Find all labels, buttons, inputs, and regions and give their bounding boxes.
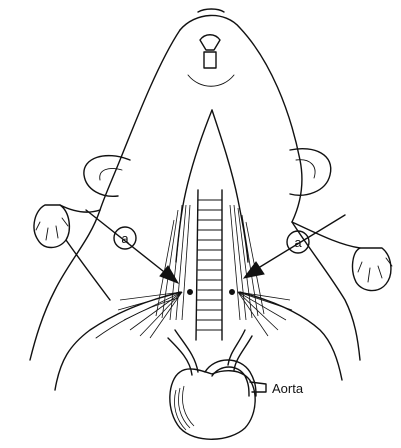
- left-arm-lower: [66, 240, 110, 300]
- left-nerve-fan: [118, 292, 182, 338]
- right-pinch-dot: [230, 290, 235, 295]
- right-ear: [290, 149, 331, 195]
- svg-text:a: a: [121, 231, 129, 246]
- right-arrowhead: [244, 262, 264, 278]
- mouth-top: [200, 35, 220, 50]
- right-forepaw-digits: [358, 258, 392, 282]
- great-vessel-left: [175, 330, 198, 372]
- left-forepaw-digits: [36, 218, 68, 240]
- right-vessel: [240, 292, 342, 380]
- chin-line: [188, 75, 234, 86]
- right-forepaw: [353, 248, 391, 291]
- nose: [198, 9, 224, 12]
- left-ear-inner: [100, 168, 122, 180]
- marker-left: a: [114, 227, 136, 249]
- trachea-rings: [197, 200, 222, 330]
- trachea-left-edge: [196, 190, 198, 340]
- right-body-outline: [292, 222, 360, 360]
- throat-opening: [176, 110, 212, 262]
- left-forepaw: [34, 205, 69, 248]
- throat-opening-right: [212, 110, 248, 262]
- head-outline-left: [100, 30, 180, 210]
- aorta-label: Aorta: [272, 381, 304, 396]
- teeth: [204, 52, 216, 68]
- left-pinch-dot: [188, 290, 193, 295]
- left-body-outline: [30, 210, 100, 360]
- left-muscle-hatching: [156, 205, 190, 320]
- right-muscle-hatching: [230, 205, 264, 320]
- svg-text:a: a: [294, 235, 302, 250]
- right-nerve-fan: [238, 292, 292, 336]
- right-ear-inner: [296, 160, 315, 178]
